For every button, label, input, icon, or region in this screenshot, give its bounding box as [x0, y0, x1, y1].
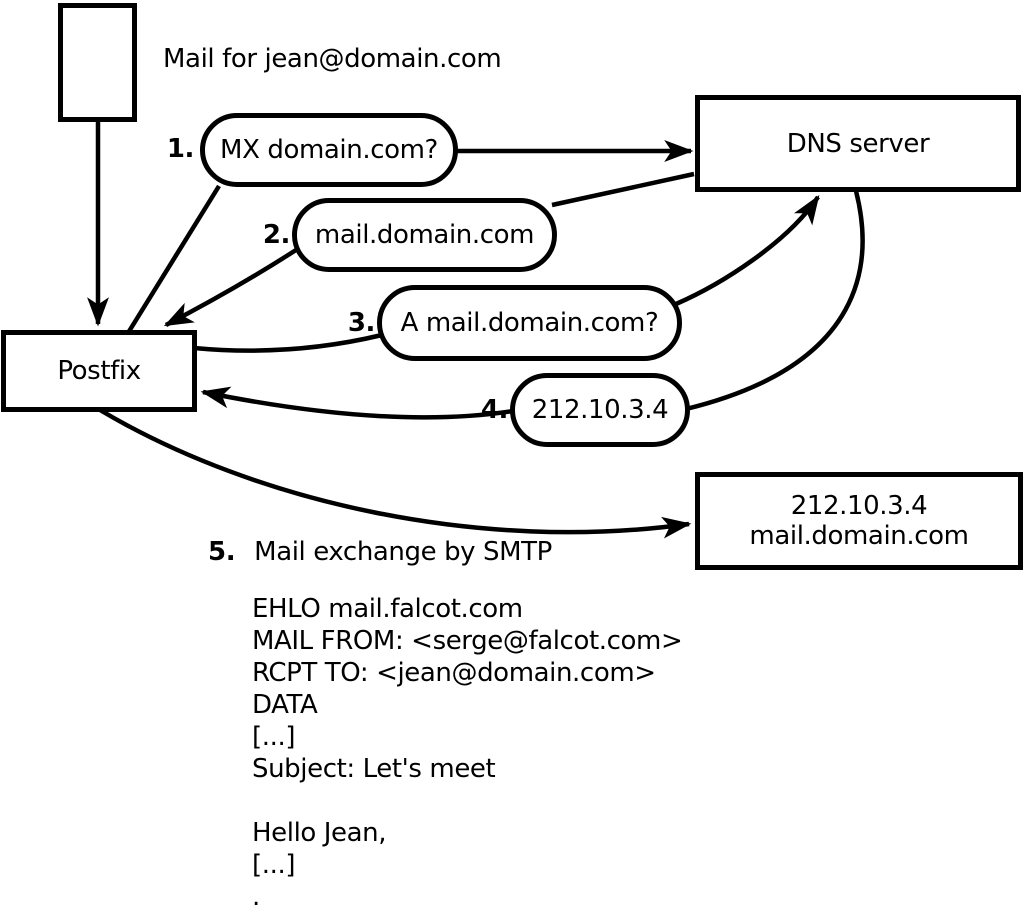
smtp-session-line: Subject: Let's meet [252, 754, 496, 784]
line-postfix-to-query3 [193, 332, 383, 353]
postfix-node: Postfix [1, 330, 197, 412]
mail-server-hostname: mail.domain.com [749, 521, 969, 551]
mail-server-node: 212.10.3.4 mail.domain.com [695, 472, 1023, 570]
line-dns-to-answer4 [685, 190, 865, 412]
smtp-session-line: MAIL FROM: <serge@falcot.com> [252, 626, 683, 656]
step-5-label: Mail exchange by SMTP [254, 537, 552, 567]
arrow-answer2-to-postfix [163, 248, 298, 327]
smtp-session-line: DATA [252, 690, 318, 720]
dns-server-node: DNS server [695, 95, 1021, 192]
mail-note-label: Mail for jean@domain.com [163, 44, 502, 74]
step-3-number: 3. [347, 308, 376, 338]
line-dns-to-answer2 [551, 171, 695, 208]
step-4-number: 4. [480, 395, 509, 425]
step-5-number: 5. [208, 537, 236, 567]
smtp-session-line: [...] [252, 722, 296, 752]
arrow-query3-to-dns [675, 194, 820, 307]
smtp-session-line: . [252, 882, 260, 912]
step-2-number: 2. [262, 220, 291, 250]
smtp-session-line: [...] [252, 850, 296, 880]
mail-message-node [58, 3, 137, 122]
step-5-caption: 5. Mail exchange by SMTP [208, 537, 552, 567]
smtp-session-line [252, 785, 682, 817]
line-postfix-to-query1 [126, 184, 221, 335]
step-1-number: 1. [166, 134, 195, 164]
query-mx-pill: MX domain.com? [200, 113, 458, 187]
smtp-session-line: Hello Jean, [252, 818, 387, 848]
smtp-session-line: EHLO mail.falcot.com [252, 594, 523, 624]
answer-ip-pill: 212.10.3.4 [510, 373, 690, 447]
arrow-answer4-to-postfix [200, 386, 514, 420]
answer-mx-pill: mail.domain.com [292, 198, 557, 272]
arrow-postfix-to-mailserver-smtp [98, 408, 692, 539]
smtp-session-line: RCPT TO: <jean@domain.com> [252, 658, 656, 688]
mail-server-ip: 212.10.3.4 [790, 491, 928, 521]
query-a-pill: A mail.domain.com? [377, 285, 682, 361]
smtp-session-transcript: EHLO mail.falcot.com MAIL FROM: <serge@f… [252, 593, 683, 913]
